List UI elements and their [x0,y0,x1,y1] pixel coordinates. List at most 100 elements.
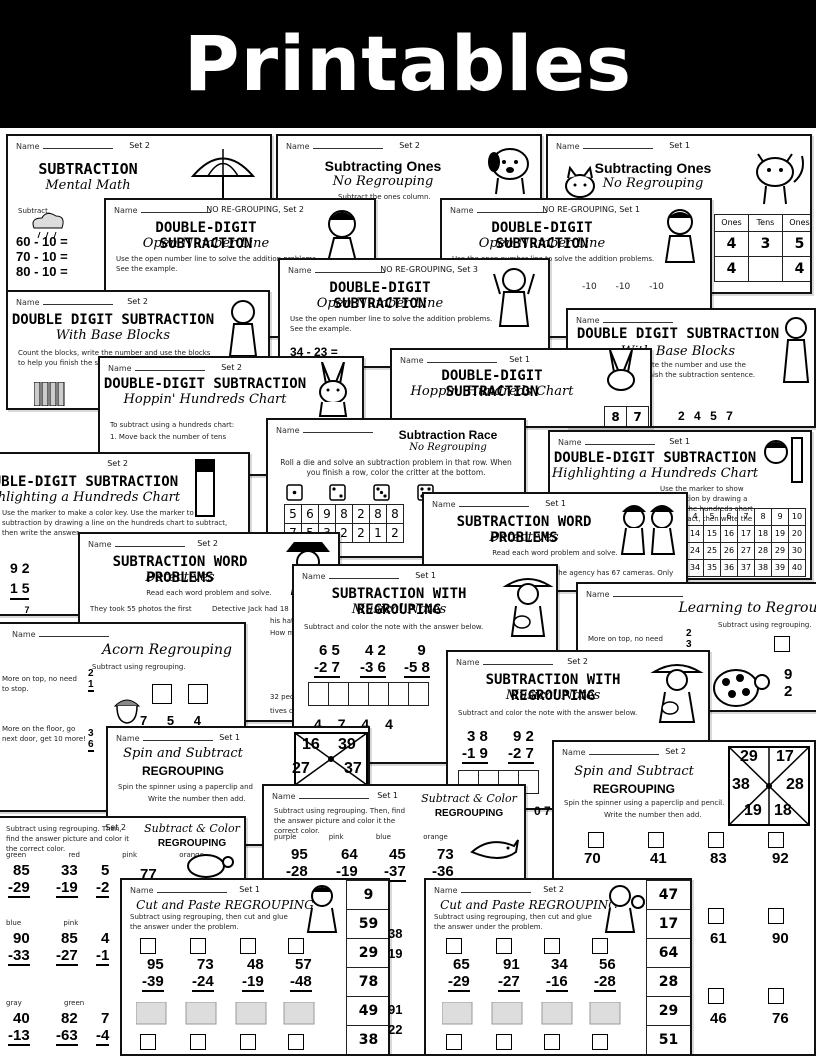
problem: 95-28 [286,846,308,882]
digit: -1 [96,947,110,966]
sheet-subtitle: Open Number Line [142,236,270,251]
sheet-subtitle: Highlighting a Hundreds Chart [551,466,759,481]
problem: 40-13 [8,1010,30,1046]
name-label: Name [16,142,113,151]
answer-strip: 47 17 64 28 29 51 [646,880,690,1054]
problem: 7-4 [96,1010,110,1046]
cell [329,683,349,706]
digit: 90 [13,930,30,947]
answer-box[interactable] [240,938,256,954]
answer-box[interactable] [240,1034,256,1050]
answer-box[interactable] [592,938,608,954]
sheet-subtitle: Musical Notes [351,602,447,617]
digits-row: 4 7 4 4 [314,716,393,733]
sheet-title: Subtracting Ones [324,158,442,174]
sheet-title: DOUBLE-DIGIT SUBTRACTION [155,220,257,252]
cell: 20 [789,526,806,543]
digit: 73 [437,846,454,863]
superhero-icon [493,268,535,327]
answer-cell: 28 [647,968,690,997]
answer-box[interactable] [768,832,784,848]
shark-icon [470,839,519,859]
cell [389,683,409,706]
cell: 27 [738,543,755,560]
problem: 46 [710,1010,727,1027]
problem: 83 [710,850,727,867]
answer-box[interactable] [140,1034,156,1050]
cell: 19 [772,526,789,543]
answer-box[interactable] [496,1034,512,1050]
answer-box[interactable] [588,832,604,848]
name-label: Name [286,142,383,151]
digit: 57 [295,956,312,973]
sheet-subtitle: Open Number Line [478,236,606,251]
banner: Printables [0,0,816,128]
answer-box[interactable] [496,938,512,954]
sheet-title: DOUBLE DIGIT SUBTRACTION [576,326,780,342]
answer-box[interactable] [544,938,560,954]
answer-box[interactable] [446,1034,462,1050]
answer-box[interactable] [288,1034,304,1050]
answer-box[interactable] [140,938,156,954]
answer-box[interactable] [544,1034,560,1050]
problem: 60 - 10 = [16,234,68,249]
digit: 9 [513,728,522,745]
digit: -33 [8,947,30,966]
cell: 3 [749,232,783,257]
num: 7 [726,409,733,423]
answer-box[interactable] [592,1034,608,1050]
problem: 73-36 [432,846,454,882]
name-label: Name [586,590,683,599]
banner-title: Printables [183,19,633,108]
set-label: Set 1 [669,141,690,150]
answer-box[interactable] [190,938,206,954]
answer-box[interactable] [768,908,784,924]
digit: 4 [365,642,374,659]
answer-box[interactable] [190,1034,206,1050]
cell: 6 [721,509,738,526]
digit: -24 [192,973,214,992]
turtle-icon [187,854,234,878]
instructions: Read each word problem and solve. [492,549,618,557]
sheet-hoppin-hundreds-1: Name Set 1 DOUBLE-DIGIT SUBTRACTION Hopp… [390,348,652,428]
answer-cell: 38 [347,1026,388,1054]
answer-box[interactable] [708,832,724,848]
digit: -2 [508,745,522,762]
answer-box[interactable] [708,988,724,1004]
tick-label: -10 [582,282,597,292]
answer-box[interactable] [708,908,724,924]
answer-cell: 29 [347,939,388,968]
sheet-musical-notes-1: Name Set 1 SUBTRACTION WITH REGROUPING M… [292,564,558,764]
guitar-girl-icon [650,664,704,723]
girl-scissors-icon [306,885,338,933]
spinner-value: 39 [338,736,356,753]
sheet-title: SUBTRACTION WITH REGROUPING [331,586,467,618]
glue-slots-icon [136,1002,315,1025]
set-label: Set 1 [415,571,436,580]
cell: 25 [704,543,721,560]
cell: 2 [387,524,404,543]
name-label: Name [12,630,109,639]
answer-box[interactable] [188,684,208,704]
problem: 70 [584,850,601,867]
name-label: Name [276,426,373,435]
digit: 1 [88,679,94,692]
cell: 9 [772,509,789,526]
answer-box[interactable] [774,636,790,652]
sheet-subtitle: With Base Blocks [55,328,171,343]
digit: 9 [417,642,426,659]
answer-box[interactable] [768,988,784,1004]
sheet-title: DOUBLE-DIGIT SUBTRACTION [0,474,179,490]
answer-box[interactable] [288,938,304,954]
instructions: Write the number then add. [148,795,246,803]
digit: 22 [388,1022,403,1037]
sheet-subtitle: REGROUPING [141,764,224,778]
answer-box[interactable] [446,938,462,954]
answer-box[interactable] [648,832,664,848]
answer-cell: 59 [347,910,388,939]
sheet-subtitle: Highlighting a Hundreds Chart [0,490,181,505]
answer-box[interactable] [152,684,172,704]
sheet-title: DOUBLE-DIGIT SUBTRACTION [553,450,757,466]
